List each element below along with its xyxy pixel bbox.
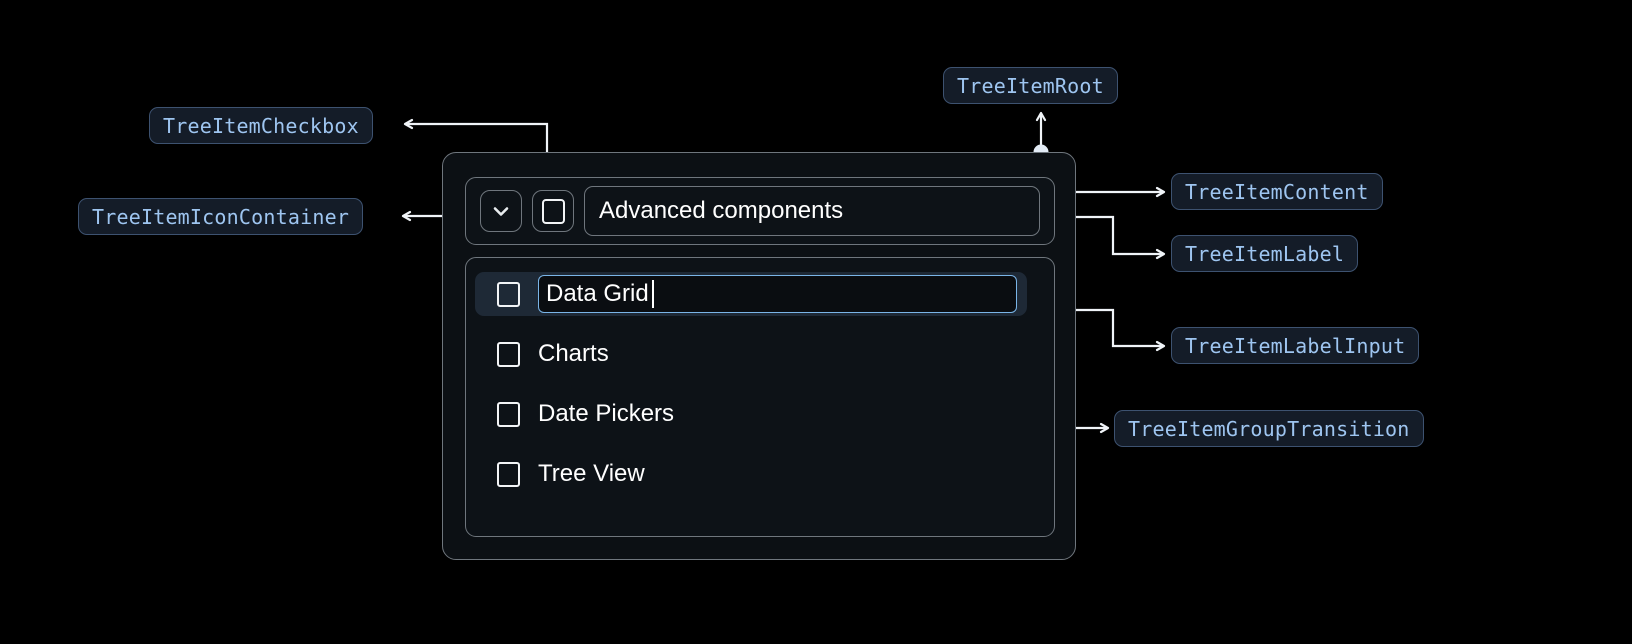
tree-item-row-tree-view[interactable]: Tree View	[466, 452, 1054, 496]
tree-item-label: Tree View	[538, 460, 645, 487]
tree-item-label[interactable]: Advanced components	[584, 186, 1040, 236]
chevron-down-icon	[493, 207, 509, 216]
tree-item-icon-container[interactable]	[480, 190, 522, 232]
checkbox-icon[interactable]	[497, 401, 520, 427]
tree-item-row-charts[interactable]: Charts	[466, 332, 1054, 376]
checkbox-icon	[541, 198, 565, 224]
annotation-tree-item-content: TreeItemContent	[1171, 173, 1383, 210]
annotation-tree-item-label: TreeItemLabel	[1171, 235, 1359, 272]
tree-item-label-input[interactable]: Data Grid	[538, 275, 1017, 313]
tree-item-label: Date Pickers	[538, 400, 675, 427]
checkbox-icon[interactable]	[497, 281, 520, 307]
checkbox-icon[interactable]	[497, 461, 520, 487]
tree-item-group-transition: Data Grid Charts Date Pickers Tree View	[465, 257, 1055, 537]
annotation-tree-item-root: TreeItemRoot	[943, 67, 1118, 104]
annotation-tree-item-group-transition: TreeItemGroupTransition	[1114, 410, 1424, 447]
annotation-tree-item-label-input: TreeItemLabelInput	[1171, 327, 1420, 364]
annotation-tree-item-icon-container: TreeItemIconContainer	[78, 198, 364, 235]
tree-item-checkbox[interactable]	[532, 190, 574, 232]
checkbox-icon[interactable]	[497, 341, 520, 367]
tree-item-label: Charts	[538, 340, 609, 367]
tree-item-root[interactable]: Advanced components Data Grid Charts Dat…	[442, 152, 1076, 560]
tree-item-row-data-grid[interactable]: Data Grid	[475, 272, 1027, 316]
label-input-value: Data Grid	[546, 280, 649, 307]
annotation-tree-item-checkbox: TreeItemCheckbox	[149, 107, 373, 144]
tree-item-row-date-pickers[interactable]: Date Pickers	[466, 392, 1054, 436]
tree-item-content[interactable]: Advanced components	[465, 177, 1055, 245]
text-caret	[651, 280, 654, 308]
